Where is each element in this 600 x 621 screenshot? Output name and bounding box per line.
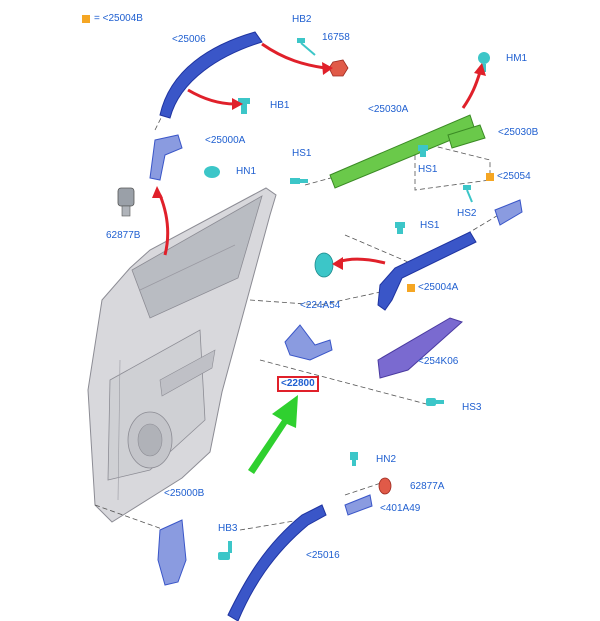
label-25006: <25006 bbox=[172, 34, 206, 45]
door-panel bbox=[87, 187, 277, 523]
label-25030b: <25030B bbox=[498, 127, 539, 138]
red-arrows bbox=[158, 42, 482, 265]
label-hs3: HS3 bbox=[462, 402, 482, 413]
bolt-hb1 bbox=[238, 98, 250, 114]
cover-part-254k06 bbox=[377, 317, 463, 379]
nut-hn2 bbox=[350, 452, 358, 466]
legend-marker-25004a bbox=[407, 284, 415, 292]
label-hs1-b: HS1 bbox=[418, 164, 438, 175]
red-arrowheads bbox=[152, 62, 486, 270]
upper-rail-part bbox=[159, 31, 263, 119]
legend-marker bbox=[82, 15, 90, 23]
screw-hs1-b bbox=[418, 145, 428, 157]
roller-part-224a54 bbox=[314, 252, 334, 278]
screw-hs2 bbox=[463, 185, 473, 203]
label-25004a: <25004A bbox=[418, 282, 459, 293]
bracket-part-401a49 bbox=[344, 494, 373, 516]
legend-text: = <25004B bbox=[94, 13, 143, 24]
roller-part-62877a bbox=[378, 477, 392, 495]
green-arrow bbox=[248, 395, 298, 474]
label-hn1: HN1 bbox=[236, 166, 257, 177]
roller-part-62877b bbox=[117, 187, 135, 217]
bracket-part-25054 bbox=[494, 199, 523, 226]
green-rail-25030a bbox=[329, 114, 476, 189]
center-rail-25004a bbox=[377, 231, 477, 311]
green-part-25030b bbox=[447, 124, 486, 149]
label-25016: <25016 bbox=[306, 550, 340, 561]
bolt-hb2 bbox=[297, 38, 316, 56]
screw-hs3 bbox=[426, 398, 444, 406]
label-hb2: HB2 bbox=[292, 14, 312, 25]
lower-hinge-part-25000b bbox=[157, 519, 187, 586]
label-25000b: <25000B bbox=[164, 488, 205, 499]
label-hb1: HB1 bbox=[270, 100, 290, 111]
lower-rail-part-25016 bbox=[227, 504, 327, 621]
label-62877a: 62877A bbox=[410, 481, 445, 492]
label-hs1-c: HS1 bbox=[420, 220, 440, 231]
nut-hm1 bbox=[478, 52, 490, 72]
label-224a54: <224A54 bbox=[300, 300, 341, 311]
label-22800-highlighted: <22800 bbox=[277, 376, 319, 392]
label-hs1-a: HS1 bbox=[292, 148, 312, 159]
label-25000a: <25000A bbox=[205, 135, 246, 146]
label-hm1: HM1 bbox=[506, 53, 528, 64]
legend-marker-25054 bbox=[486, 173, 494, 181]
hinge-part-22800 bbox=[284, 324, 333, 361]
label-16758: 16758 bbox=[322, 32, 350, 43]
nut-hn1 bbox=[204, 166, 220, 178]
label-hb3: HB3 bbox=[218, 523, 238, 534]
screw-hs1-c bbox=[395, 222, 405, 234]
label-25030a: <25030A bbox=[368, 104, 409, 115]
upper-hinge-part bbox=[149, 134, 183, 181]
label-401a49: <401A49 bbox=[380, 503, 421, 514]
label-hs2: HS2 bbox=[457, 208, 477, 219]
bolt-hb3 bbox=[218, 541, 232, 560]
label-hn2: HN2 bbox=[376, 454, 397, 465]
label-25054: <25054 bbox=[497, 171, 531, 182]
screw-hs1-a bbox=[290, 178, 308, 184]
label-254k06: <254K06 bbox=[418, 356, 459, 367]
label-62877b: 62877B bbox=[106, 230, 141, 241]
